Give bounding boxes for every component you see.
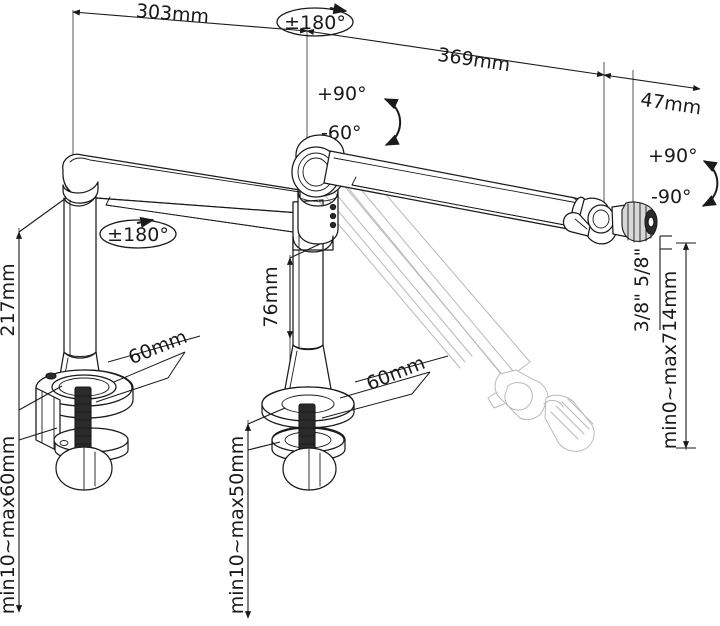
dimension-217mm: 217mm min10~max60mm xyxy=(0,197,67,615)
grommet-mount-assembly xyxy=(261,386,355,491)
lower-arm-assembly xyxy=(323,150,590,231)
rotation-symbol-elbow-pan: ±180° xyxy=(276,3,354,37)
dimension-clamp-range-label: min10~max60mm xyxy=(0,436,19,615)
callout-clamp-60mm-label: 60mm xyxy=(125,326,190,369)
rotation-elbow-tilt-up-label: +90° xyxy=(317,83,367,105)
callout-thread-sizes: 3/8" 5/8" xyxy=(631,235,672,333)
rotation-symbol-elbow-tilt: +90° -60° xyxy=(317,83,401,146)
rotation-base-pan-label: ±180° xyxy=(107,224,169,246)
dimension-height-range: min0~max714mm xyxy=(659,242,696,450)
dimension-height-range-label: min0~max714mm xyxy=(659,271,681,450)
head-ball-joint-assembly xyxy=(562,197,658,245)
dimension-303mm-label: 303mm xyxy=(135,0,210,28)
upper-arm-assembly xyxy=(62,153,306,234)
dimension-grommet-range-label: min10~max50mm xyxy=(226,436,248,615)
dimension-303mm: 303mm xyxy=(72,0,308,34)
rotation-head-tilt-up-label: +90° xyxy=(648,145,698,167)
dimension-369mm: 369mm xyxy=(306,28,605,78)
dimension-47mm-label: 47mm xyxy=(639,89,703,120)
callout-grommet-60mm-label: 60mm xyxy=(363,352,428,395)
dimension-217mm-label: 217mm xyxy=(0,263,19,336)
dimension-369mm-label: 369mm xyxy=(436,44,512,76)
desk-clamp-assembly xyxy=(35,369,134,491)
rotation-elbow-pan-label: ±180° xyxy=(284,12,346,34)
rotation-head-tilt-down-label: -90° xyxy=(651,186,692,208)
rotation-symbol-head-tilt: +90° -90° xyxy=(648,145,719,208)
rotation-symbol-base-pan: ±180° xyxy=(99,216,177,249)
callout-thread-sizes-label: 3/8" 5/8" xyxy=(631,248,653,333)
dimension-47mm: 47mm xyxy=(603,72,703,120)
dimension-76mm-label: 76mm xyxy=(260,266,282,327)
dimension-grommet-range: min10~max50mm xyxy=(226,407,286,619)
